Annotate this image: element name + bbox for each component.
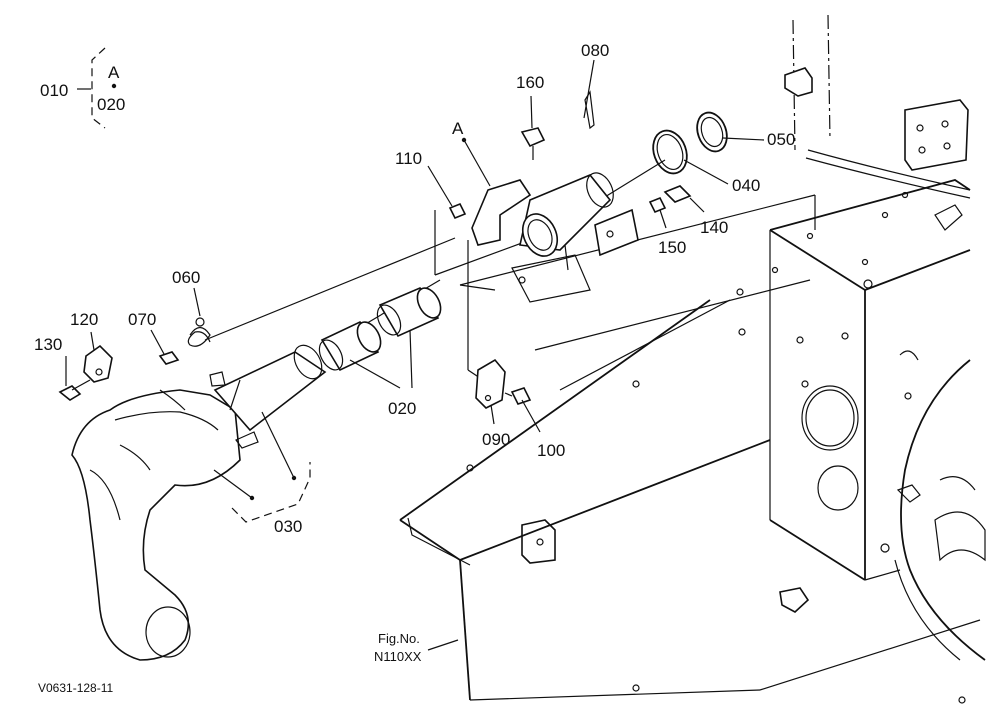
part-160-bolt xyxy=(520,127,546,160)
figure-ref-line1: Fig.No. xyxy=(378,631,420,646)
part-070-pin xyxy=(158,351,180,365)
label-060: 060 xyxy=(172,268,200,287)
label-010: 010 xyxy=(40,81,68,100)
label-040: 040 xyxy=(732,176,760,195)
part-130-bolt xyxy=(58,379,91,401)
part-060-spring xyxy=(187,317,211,347)
part-080-pin xyxy=(584,90,595,130)
label-a: A xyxy=(452,119,464,138)
label-150: 150 xyxy=(658,238,686,257)
part-010-bracket-assembly xyxy=(471,172,639,303)
part-140-bolt xyxy=(663,185,692,203)
part-labels: 010 A 020 080 160 A 110 050 040 140 150 … xyxy=(34,41,795,695)
part-030-lever xyxy=(71,344,327,661)
label-020-group: 020 xyxy=(97,95,125,114)
label-100: 100 xyxy=(537,441,565,460)
label-160: 160 xyxy=(516,73,544,92)
label-050: 050 xyxy=(767,130,795,149)
drawing-code: V0631-128-11 xyxy=(38,681,113,695)
label-080: 080 xyxy=(581,41,609,60)
part-110-nut xyxy=(448,202,467,220)
figure-ref-line2: N110XX xyxy=(374,649,422,664)
leader-lines xyxy=(65,47,765,651)
label-030: 030 xyxy=(274,517,302,536)
part-050-ring xyxy=(696,111,728,153)
label-a-group: A xyxy=(108,63,120,82)
frame-body xyxy=(399,14,986,704)
label-130: 130 xyxy=(34,335,62,354)
part-040-ring xyxy=(652,129,688,175)
part-090-switch xyxy=(475,358,506,409)
part-100-bolt xyxy=(504,387,532,405)
label-140: 140 xyxy=(700,218,728,237)
label-070: 070 xyxy=(128,310,156,329)
part-020-bushings xyxy=(318,286,442,372)
label-120: 120 xyxy=(70,310,98,329)
label-090: 090 xyxy=(482,430,510,449)
label-110: 110 xyxy=(395,149,422,168)
label-020: 020 xyxy=(388,399,416,418)
part-120-plate xyxy=(83,344,113,383)
part-150-washer xyxy=(648,196,667,214)
